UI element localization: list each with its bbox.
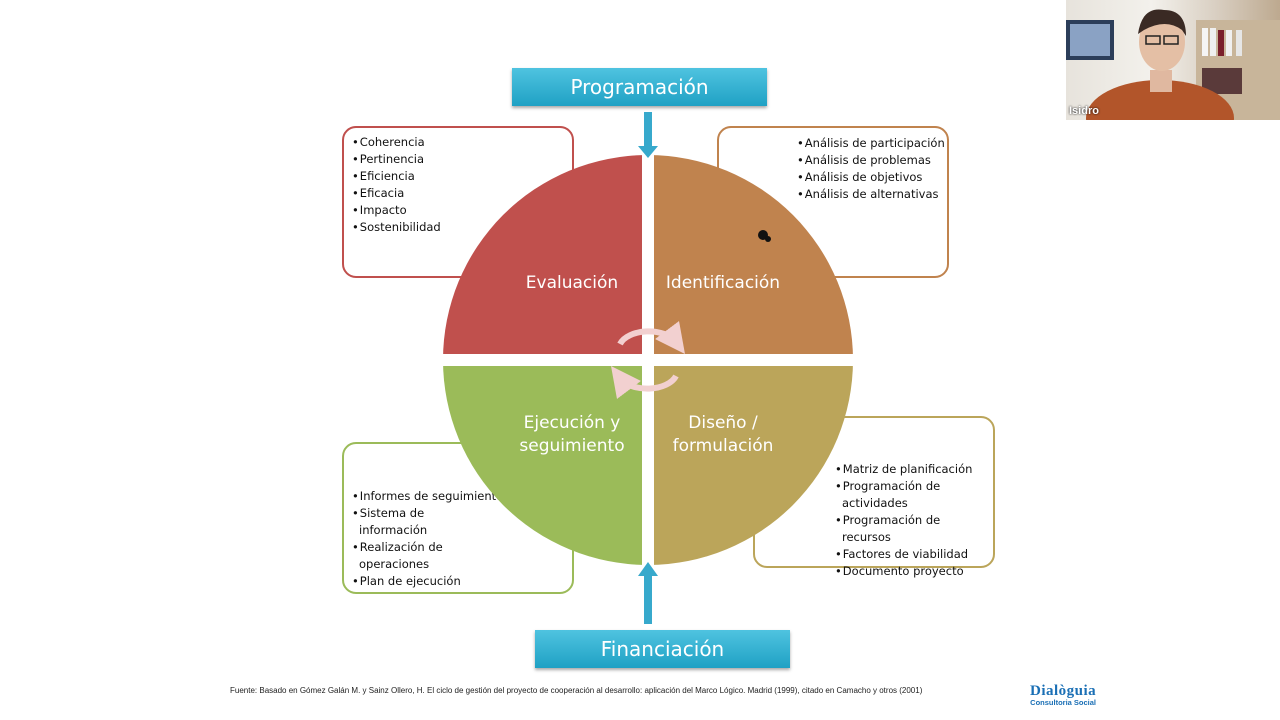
list-item: Impacto (352, 202, 441, 219)
source-footnote: Fuente: Basado en Gómez Galán M. y Sainz… (230, 686, 923, 695)
diseno-outputs-list: Matriz de planificación Programación de … (835, 461, 990, 580)
pointer-cursor-icon (758, 230, 771, 242)
dialoguia-logo: Dialòguia Consultoria Social (1030, 683, 1096, 707)
quadrant-diseno (648, 360, 853, 565)
list-item: Sistema de información (352, 505, 487, 539)
list-item: Informes de seguimiento (352, 488, 503, 505)
financiacion-banner: Financiación (535, 630, 790, 668)
list-item: Programación de actividades (835, 478, 952, 512)
down-arrow-icon (638, 112, 658, 158)
list-item: Realización de operaciones (352, 539, 449, 573)
cycle-arrow-icon (617, 320, 686, 354)
list-item: Documento proyecto (835, 563, 990, 580)
list-item: Programación de recursos (835, 512, 990, 546)
up-arrow-icon (638, 562, 658, 624)
evaluacion-criteria-list: Coherencia Pertinencia Eficiencia Eficac… (352, 134, 441, 236)
logo-subtitle: Consultoria Social (1030, 698, 1097, 707)
list-item: Matriz de planificación (835, 461, 990, 478)
identificacion-analysis-list: Análisis de participación Análisis de pr… (797, 135, 945, 203)
quadrant-identificacion (648, 155, 853, 360)
quadrant-ejecucion (443, 360, 648, 565)
ejecucion-tasks-list: Informes de seguimiento Sistema de infor… (352, 488, 503, 590)
quadrant-label-evaluacion: Evaluación (525, 273, 619, 293)
participant-name: Isidro (1069, 105, 1099, 117)
list-item: Eficacia (352, 185, 441, 202)
list-item: Pertinencia (352, 151, 441, 168)
quadrant-label-ejecucion: Ejecución y seguimiento (519, 413, 625, 456)
list-item: Análisis de alternativas (797, 186, 945, 203)
list-item: Eficiencia (352, 168, 441, 185)
quadrant-label-diseno: Diseño / formulación (672, 413, 774, 456)
list-item: Sostenibilidad (352, 219, 441, 236)
webcam-video-frame (1066, 9, 1280, 120)
logo-name: Dialòguia (1030, 683, 1097, 699)
list-item: Análisis de objetivos (797, 169, 945, 186)
quadrant-evaluacion (443, 155, 648, 360)
list-item: Análisis de participación (797, 135, 945, 152)
list-item: Plan de ejecución (352, 573, 487, 590)
quadrant-label-identificacion: Identificación (665, 273, 781, 293)
list-item: Coherencia (352, 134, 441, 151)
vertical-divider (642, 150, 654, 570)
list-item: Factores de viabilidad (835, 546, 990, 563)
cycle-arrow-icon (610, 366, 679, 400)
list-item: Análisis de problemas (797, 152, 945, 169)
programacion-banner: Programación (512, 68, 767, 106)
webcam-thumbnail[interactable]: Isidro (1066, 0, 1280, 120)
